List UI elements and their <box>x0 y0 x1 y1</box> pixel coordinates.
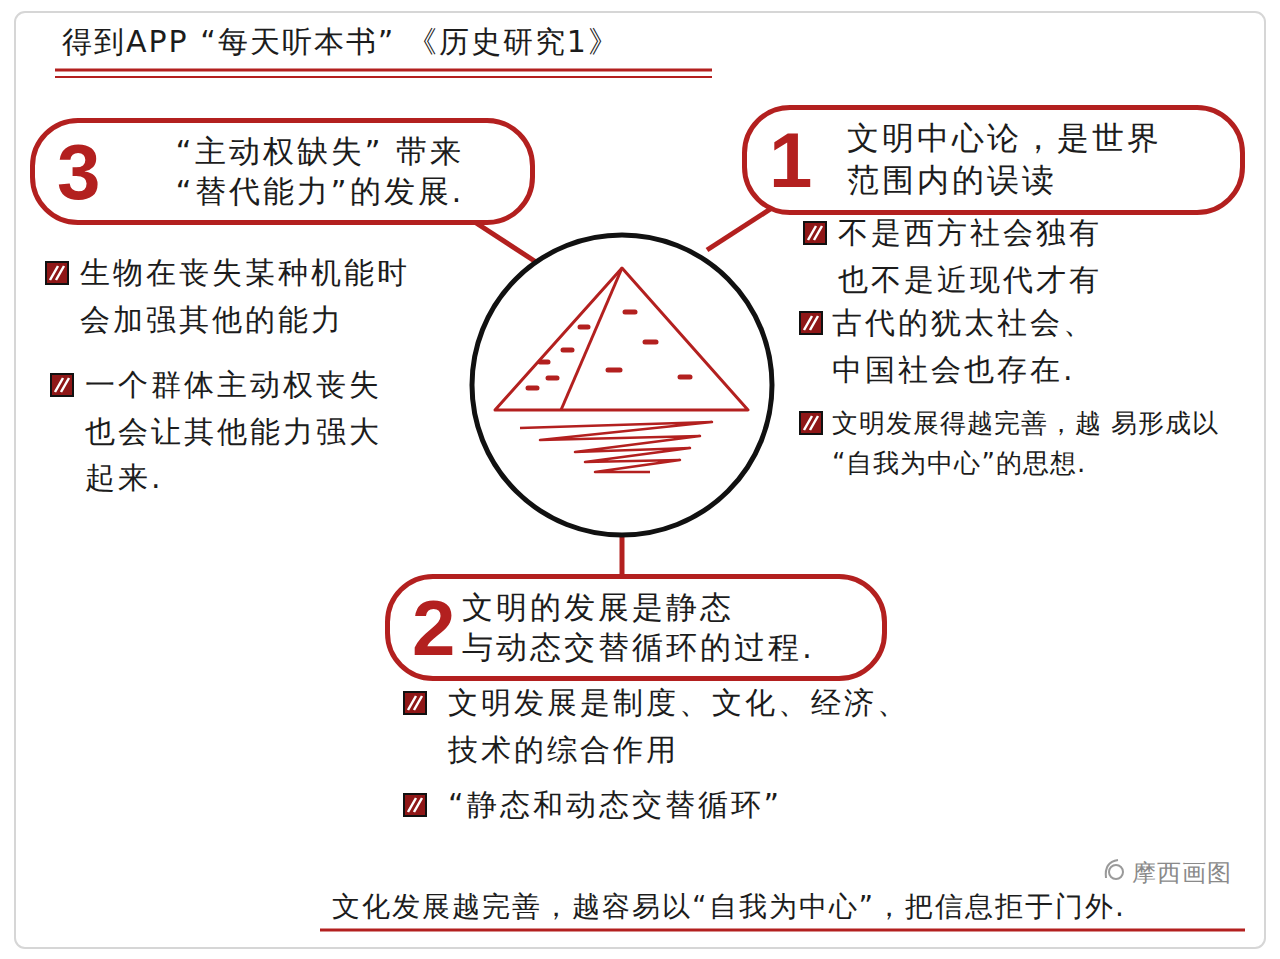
watermark-logo <box>1106 860 1123 879</box>
page-frame <box>15 12 1265 948</box>
callout-number: 1 <box>769 121 812 199</box>
bullet-checkbox <box>46 222 826 816</box>
pyramid-bricks <box>528 312 690 388</box>
center-circle <box>472 235 772 535</box>
bullet-text: 古代的犹太社会、 中国社会也存在. <box>832 300 1122 393</box>
title-underline <box>55 76 712 78</box>
summary-box: 1 文明中心论，是世界 范围内的误读 <box>742 105 1245 215</box>
watermark: 摩西画图 <box>1132 855 1262 892</box>
diagram-caption: 文化发展越完善，越容易以“自我为中心”，把信息拒于门外. <box>332 888 1126 926</box>
bullet-text: 一个群体主动权丧失 也会让其他能力强大 起来. <box>85 362 405 502</box>
leader-line <box>620 536 625 574</box>
summary-box: 2文明的发展是静态 与动态交替循环的过程. <box>385 574 887 681</box>
leader-line <box>470 219 536 262</box>
bullet-text: 文明发展得越完善，越 易形成以“自我为中心”的思想. <box>832 403 1252 484</box>
reflection-scribble <box>520 422 712 472</box>
box-text: “主动权缺失” 带来“替代能力”的发展. <box>130 131 510 212</box>
pyramid <box>495 268 748 410</box>
bullet-text: 文明发展是制度、文化、经济、 技术的综合作用 <box>448 680 928 773</box>
box-text: 文明中心论，是世界 范围内的误读 <box>847 118 1207 201</box>
leader-line <box>707 206 775 250</box>
bullet-text: 生物在丧失某种机能时 会加强其他的能力 <box>80 250 430 343</box>
title-underline <box>55 69 712 72</box>
caption-underline <box>320 929 1245 932</box>
callout-number: 3 <box>57 133 100 211</box>
pyramid-edge <box>561 268 622 410</box>
diagram-title: 得到APP “每天听本书” 《历史研究1》 <box>62 22 620 61</box>
summary-box: 3 “主动权缺失” 带来“替代能力”的发展. <box>30 118 535 225</box>
bullet-text: “静态和动态交替循环” <box>448 782 898 829</box>
bullet-text: 不是西方社会独有 也不是近现代才有 <box>838 210 1128 303</box>
callout-number: 2 <box>412 589 455 667</box>
box-text: 文明的发展是静态 与动态交替循环的过程. <box>462 587 862 668</box>
